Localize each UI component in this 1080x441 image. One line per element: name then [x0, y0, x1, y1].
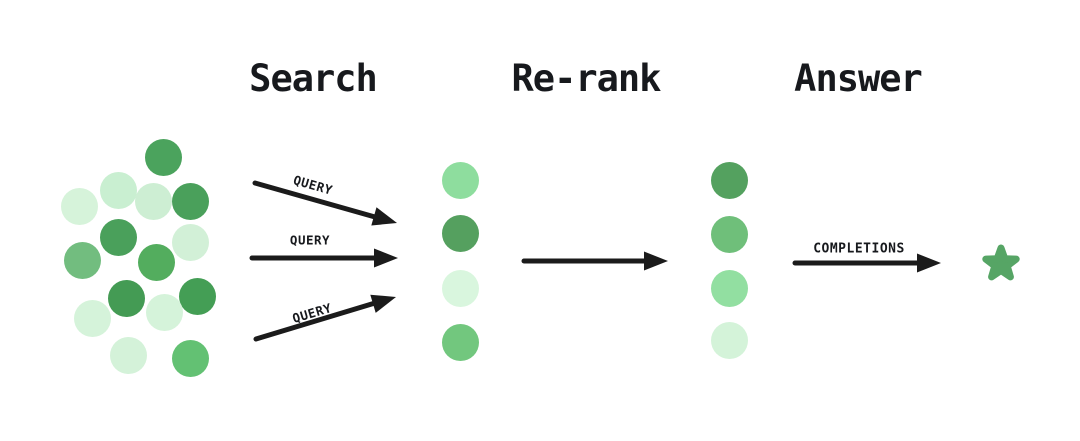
- arrowhead-icon: [374, 248, 398, 268]
- arrowhead-icon: [644, 251, 668, 271]
- completions-label: COMPLETIONS: [813, 241, 905, 257]
- heading-rerank: Re-rank: [511, 57, 662, 100]
- query-label-2: QUERY: [289, 232, 331, 248]
- heading-answer: Answer: [794, 57, 923, 100]
- query-arrow-3: [253, 294, 396, 342]
- rerank-arrow: [521, 251, 668, 271]
- query-arrow-1: [252, 180, 397, 226]
- arrowhead-icon: [371, 207, 397, 226]
- arrowhead-icon: [370, 294, 396, 313]
- completions-arrow: [792, 253, 941, 273]
- heading-search: Search: [249, 57, 378, 100]
- arrowhead-icon: [917, 253, 941, 273]
- query-arrow-2: [249, 248, 398, 268]
- answer-star-icon: [982, 244, 1020, 281]
